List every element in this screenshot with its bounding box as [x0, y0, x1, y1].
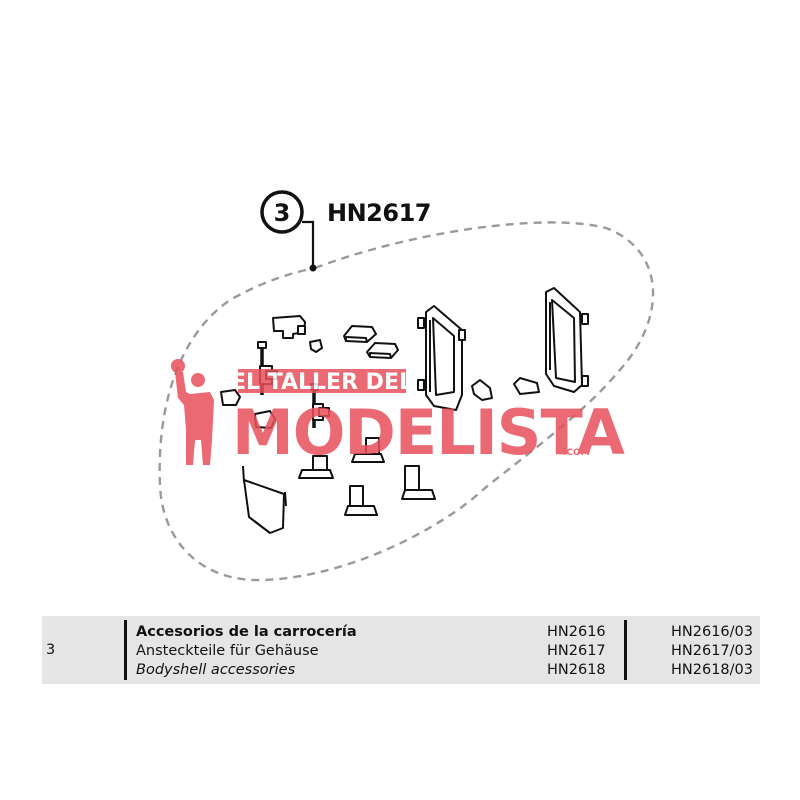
part-flat-piece-1 [471, 379, 493, 401]
part-small-block-2 [254, 410, 276, 429]
description-de: Ansteckteile für Gehäuse [136, 643, 319, 659]
description-es: Accesorios de la carrocería [136, 624, 357, 640]
watermark: EL TALLER DEL MODELISTA .COM [171, 359, 626, 469]
table-divider-2 [624, 620, 627, 680]
description-en: Bodyshell accessories [136, 662, 296, 678]
parts-table: 3 Accesorios de la carrocería Anstecktei… [42, 616, 760, 684]
leader-dot [309, 264, 317, 272]
part-clip-top [272, 315, 306, 339]
watermark-main-text: MODELISTA [232, 396, 625, 469]
callout-number: 3 [274, 199, 291, 227]
part-ladder-frame-2 [545, 287, 589, 393]
code-3: HN2618 [547, 662, 606, 678]
watermark-top-text: EL TALLER DEL [231, 370, 413, 395]
table-descriptions: Accesorios de la carrocería Ansteckteile… [136, 623, 357, 680]
table-codes: HN2616 HN2617 HN2618 [547, 623, 606, 680]
table-spare-codes: HN2616/03 HN2617/03 HN2618/03 [671, 623, 753, 680]
part-pin [309, 339, 323, 353]
callout-circle [260, 190, 304, 234]
part-bracket-a [343, 325, 377, 343]
code-1: HN2616 [547, 624, 606, 640]
table-divider-1 [124, 620, 127, 680]
spare-code-1: HN2616/03 [671, 624, 753, 640]
callout: 3 HN2617 [260, 190, 431, 272]
table-ref: 3 [46, 642, 56, 658]
callout-part-code: HN2617 [327, 199, 431, 227]
part-step-1 [298, 455, 334, 479]
part-step-2 [351, 437, 385, 463]
code-2: HN2617 [547, 643, 606, 659]
part-small-block-1 [220, 389, 241, 406]
part-ladder-frame-1 [417, 305, 466, 411]
parts-group [220, 287, 589, 534]
watermark-figure [171, 359, 214, 465]
spare-code-3: HN2618/03 [671, 662, 753, 678]
watermark-banner [238, 369, 406, 393]
part-shield-panel [242, 465, 287, 534]
watermark-suffix-text: .COM [563, 448, 590, 458]
part-bracket-b [366, 342, 399, 359]
part-flat-piece-2 [513, 377, 540, 395]
leader-line [302, 220, 315, 268]
spare-code-2: HN2617/03 [671, 643, 753, 659]
part-step-4 [401, 465, 436, 500]
part-step-3 [344, 485, 378, 516]
